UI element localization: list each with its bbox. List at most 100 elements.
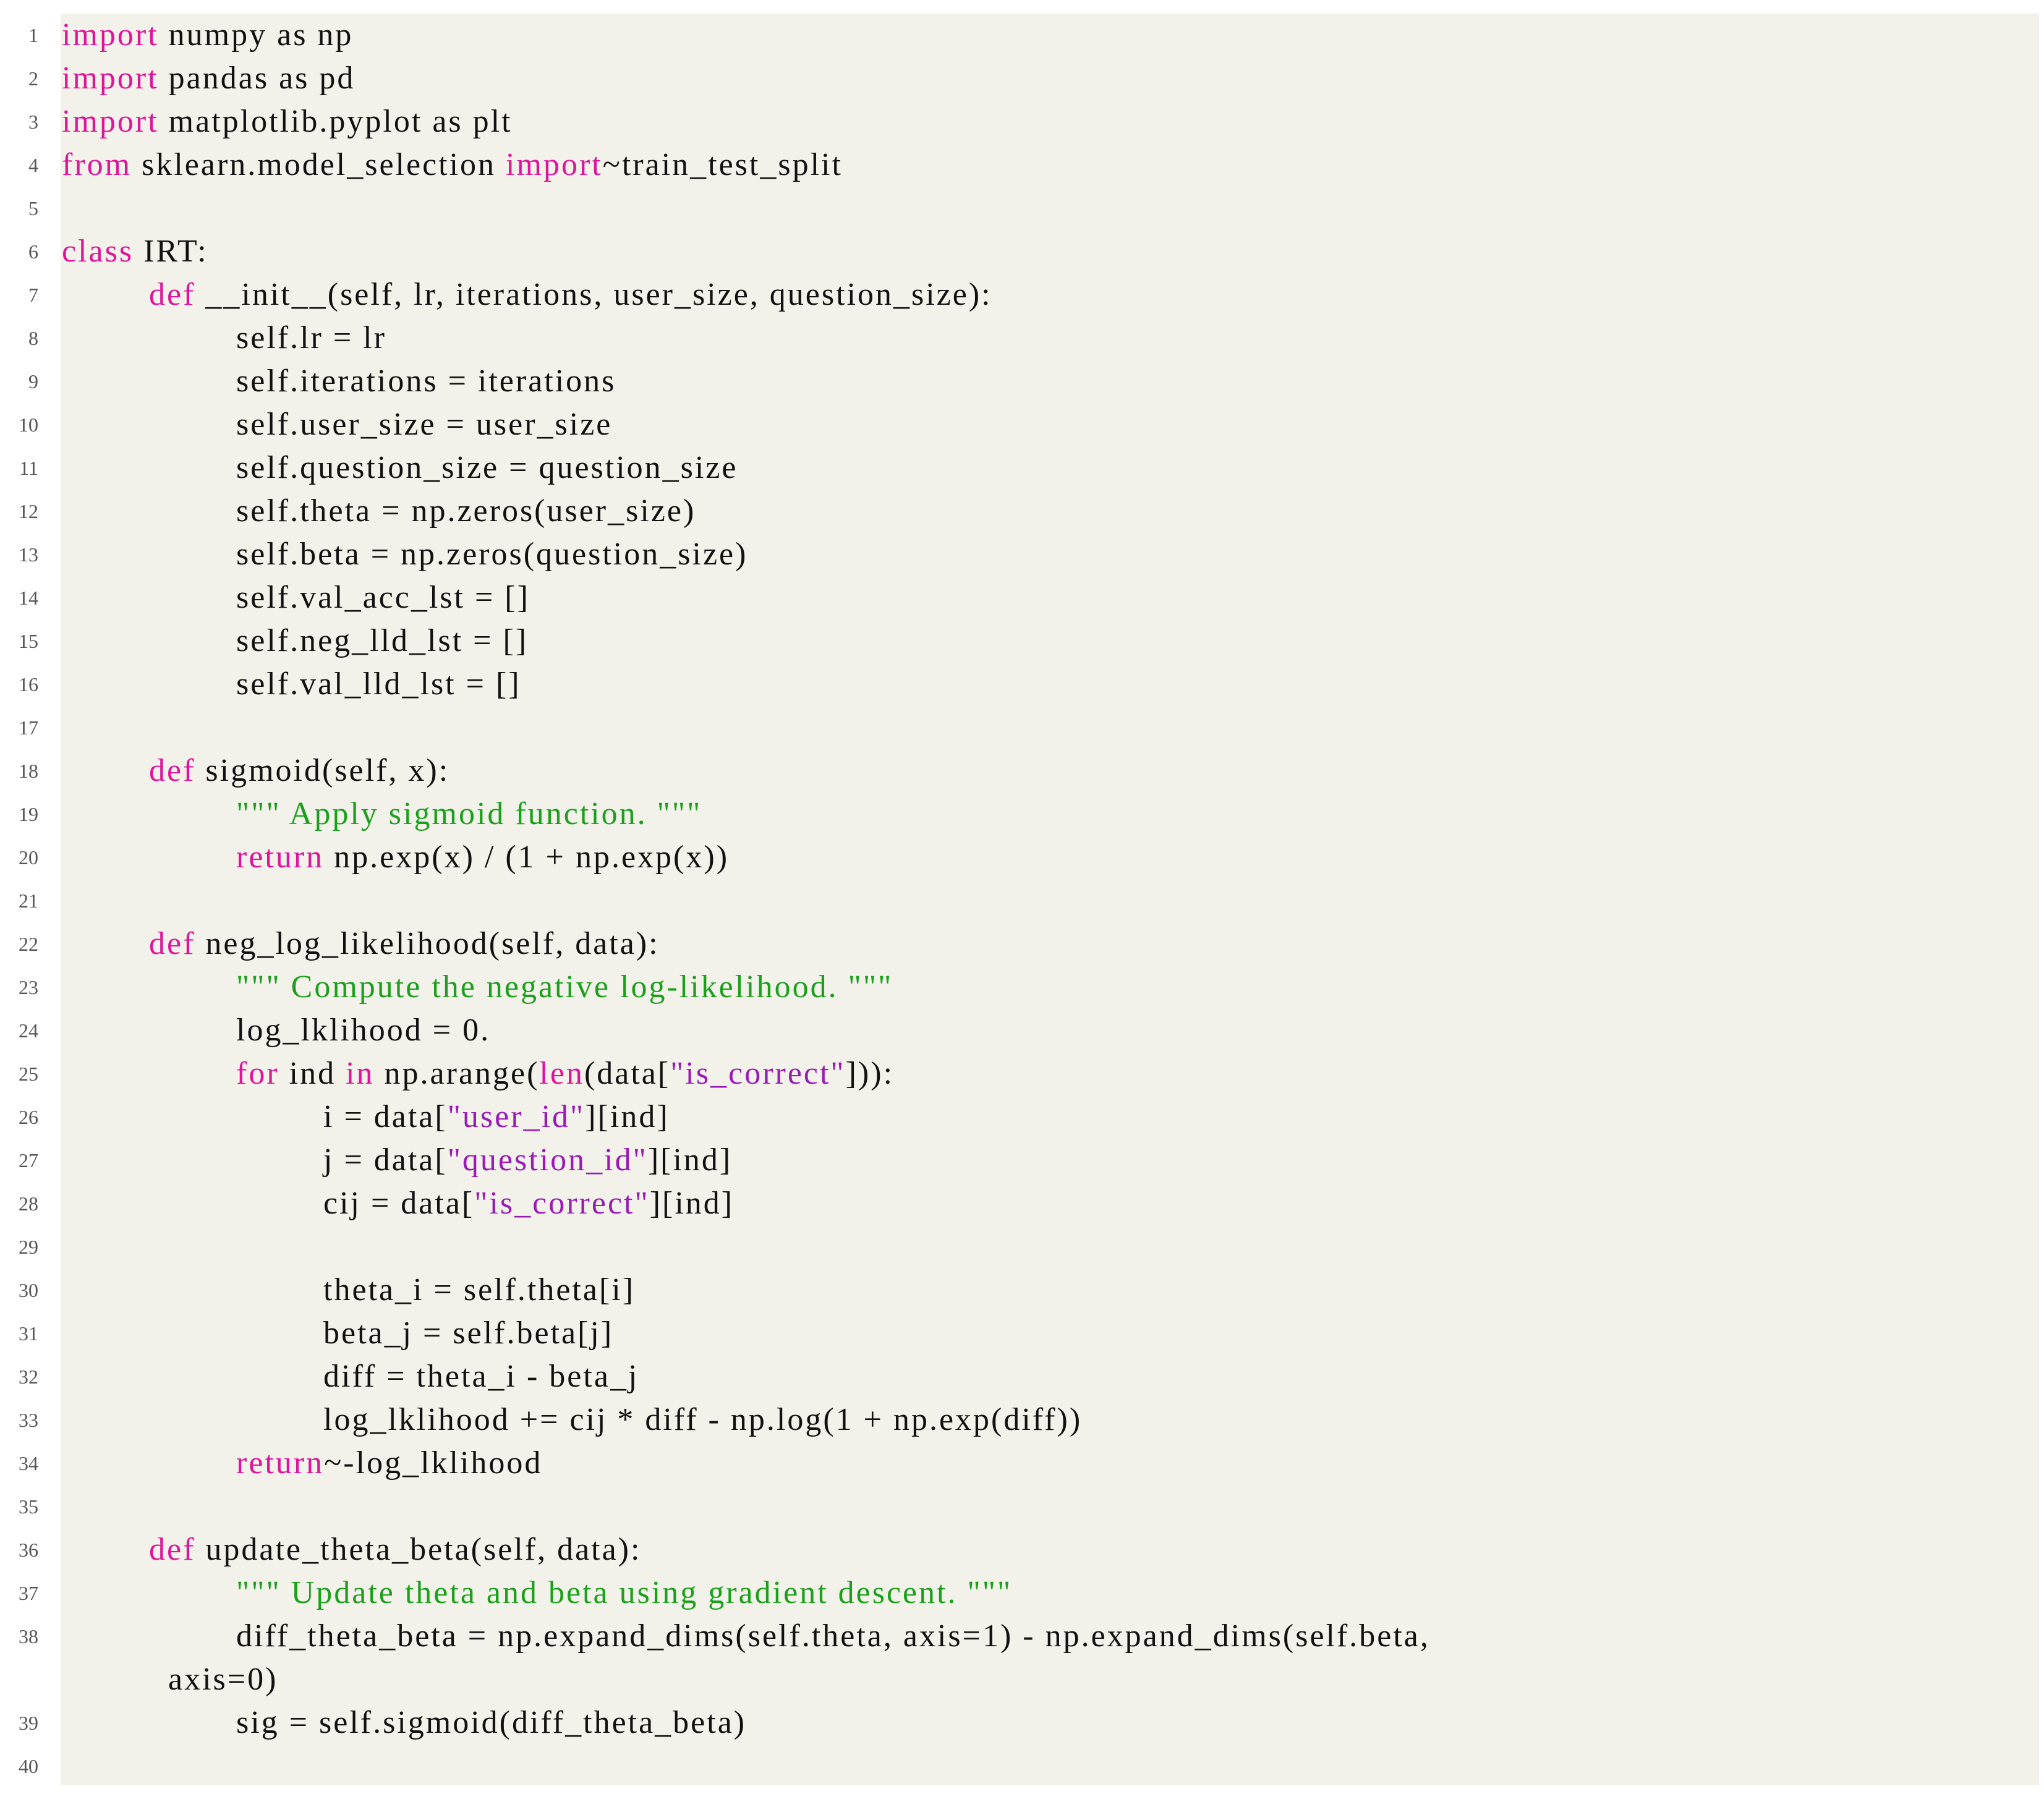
line-code: import numpy as np — [62, 14, 353, 57]
code-line: 15 self.neg_lld_lst = [] — [0, 619, 2044, 663]
code-line: 6 class IRT: — [0, 230, 2044, 273]
code-background — [61, 14, 2039, 1785]
line-number: 35 — [19, 1495, 38, 1518]
line-number: 16 — [19, 673, 38, 695]
line-number: 23 — [19, 976, 38, 998]
code-token: self.user_size = user_size — [236, 407, 613, 442]
line-code: self.beta = np.zeros(question_size) — [236, 533, 747, 576]
line-number: 21 — [19, 890, 38, 912]
line-code: from sklearn.model_selection import~trai… — [62, 143, 843, 187]
line-number: 26 — [19, 1106, 38, 1128]
code-token: self.iterations = iterations — [236, 363, 616, 399]
string-token: "is_correct" — [474, 1186, 650, 1221]
code-token: np.arange( — [374, 1056, 540, 1091]
line-number: 27 — [19, 1149, 38, 1171]
line-number: 6 — [28, 240, 38, 263]
code-token: neg_log_likelihood(self, data): — [195, 926, 660, 961]
keyword-token: def — [149, 1532, 196, 1567]
line-code: self.user_size = user_size — [236, 403, 612, 446]
keyword-token: import — [506, 147, 603, 182]
code-token: ~-log_lklihood — [324, 1445, 543, 1481]
code-token: update_theta_beta(self, data): — [195, 1532, 642, 1567]
line-code: self.val_acc_lst = [] — [236, 576, 530, 619]
line-number: 37 — [19, 1582, 38, 1604]
code-token: self.neg_lld_lst = [] — [236, 623, 529, 658]
line-number: 13 — [19, 543, 38, 566]
line-code: """ Apply sigmoid function. """ — [236, 793, 702, 836]
line-code: def update_theta_beta(self, data): — [149, 1528, 641, 1571]
code-line: 1 import numpy as np — [0, 14, 2044, 57]
code-line: 5 — [0, 187, 2044, 230]
keyword-token: def — [149, 277, 196, 312]
code-line: 9 self.iterations = iterations — [0, 360, 2044, 403]
code-token: theta_i = self.theta[i] — [323, 1272, 636, 1307]
line-number: 1 — [28, 24, 38, 46]
line-code: def neg_log_likelihood(self, data): — [149, 922, 660, 966]
code-token: __init__(self, lr, iterations, user_size… — [195, 277, 992, 312]
line-number: 32 — [19, 1366, 38, 1388]
line-number: 8 — [28, 327, 38, 349]
code-line: 29 — [0, 1225, 2044, 1269]
line-number: 39 — [19, 1712, 38, 1734]
keyword-token: def — [149, 926, 196, 961]
line-number: 10 — [19, 414, 38, 436]
code-line: 38 diff_theta_beta = np.expand_dims(self.… — [0, 1615, 2044, 1701]
line-number: 33 — [19, 1409, 38, 1431]
code-token: ][ind] — [647, 1142, 733, 1178]
code-token: diff_theta_beta = np.expand_dims(self.th… — [236, 1618, 1430, 1654]
keyword-token: import — [62, 17, 159, 53]
code-token: (data[ — [584, 1056, 671, 1091]
code-line: 23 """ Compute the negative log-likelihoo… — [0, 966, 2044, 1009]
docstring-token: """ Update theta and beta using gradient… — [236, 1575, 1013, 1610]
line-code: diff = theta_i - beta_j — [323, 1355, 639, 1398]
code-token: ][ind] — [649, 1186, 735, 1221]
code-token: self.question_size = question_size — [236, 450, 738, 485]
line-number: 3 — [28, 111, 38, 133]
line-code: self.neg_lld_lst = [] — [236, 619, 528, 663]
line-code: cij = data["is_correct"][ind] — [323, 1182, 734, 1225]
code-line: 27 j = data["question_id"][ind] — [0, 1139, 2044, 1182]
line-code: class IRT: — [62, 230, 208, 273]
line-number: 38 — [19, 1625, 38, 1647]
line-code: j = data["question_id"][ind] — [323, 1139, 732, 1182]
line-number: 12 — [19, 500, 38, 522]
line-number: 15 — [19, 630, 38, 652]
docstring-token: """ Apply sigmoid function. """ — [236, 796, 702, 831]
code-token: j = data[ — [323, 1142, 448, 1178]
code-line: 37 """ Update theta and beta using gradie… — [0, 1571, 2044, 1615]
line-number: 31 — [19, 1322, 38, 1345]
line-code: sig = self.sigmoid(diff_theta_beta) — [236, 1701, 746, 1745]
code-token: cij = data[ — [323, 1186, 475, 1221]
line-number: 34 — [19, 1452, 38, 1474]
line-code: for ind in np.arange(len(data["is_correc… — [236, 1052, 894, 1095]
keyword-token: import — [62, 61, 159, 96]
line-code: import pandas as pd — [62, 57, 355, 100]
code-token: self.theta = np.zeros(user_size) — [236, 493, 696, 529]
line-number: 9 — [28, 370, 38, 393]
line-code: self.theta = np.zeros(user_size) — [236, 490, 696, 533]
code-token: self.val_acc_lst = [] — [236, 580, 530, 615]
line-number: 36 — [19, 1539, 38, 1561]
line-code: """ Compute the negative log-likelihood.… — [236, 966, 893, 1009]
code-token: pandas as pd — [158, 61, 356, 96]
code-token: ind — [279, 1056, 346, 1091]
keyword-token: in — [346, 1056, 375, 1091]
line-number: 28 — [19, 1192, 38, 1215]
code-token: sigmoid(self, x): — [195, 753, 450, 788]
line-code: log_lklihood = 0. — [236, 1009, 490, 1052]
code-token: self.beta = np.zeros(question_size) — [236, 537, 748, 572]
keyword-token: return — [236, 1445, 325, 1481]
code-line: 32 diff = theta_i - beta_j — [0, 1355, 2044, 1398]
code-line: 10 self.user_size = user_size — [0, 403, 2044, 446]
